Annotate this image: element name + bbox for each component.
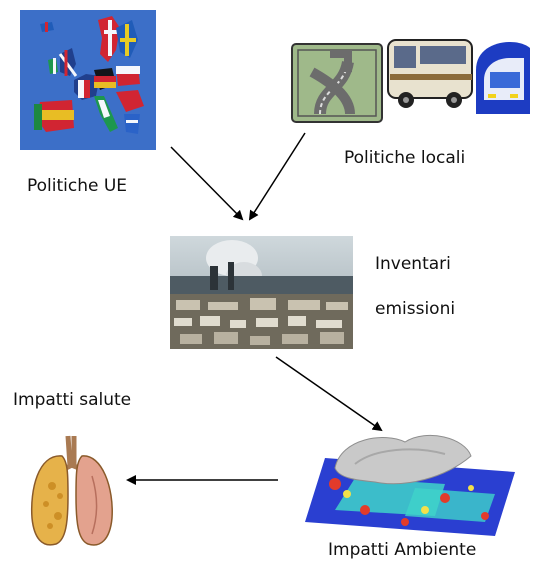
label-environment-impacts: Impatti Ambiente [328, 540, 477, 560]
metro-train-icon [474, 40, 530, 114]
label-inventory-line1: Inventari [375, 254, 451, 274]
lungs-illustration [22, 426, 122, 554]
pollution-terrain-map [295, 418, 533, 540]
industrial-city-photo [170, 236, 353, 349]
arrow-eu-to-inventory [170, 146, 244, 221]
eu-flags-map-image [20, 10, 156, 150]
label-local-policies: Politiche locali [344, 148, 466, 168]
arrow-local-to-inventory [248, 132, 306, 221]
label-eu-policies: Politiche UE [27, 176, 128, 196]
highway-sign-icon [290, 42, 385, 124]
label-health-impacts: Impatti salute [13, 390, 132, 410]
label-inventory-line2: emissioni [375, 299, 456, 319]
bus-icon [384, 34, 476, 112]
